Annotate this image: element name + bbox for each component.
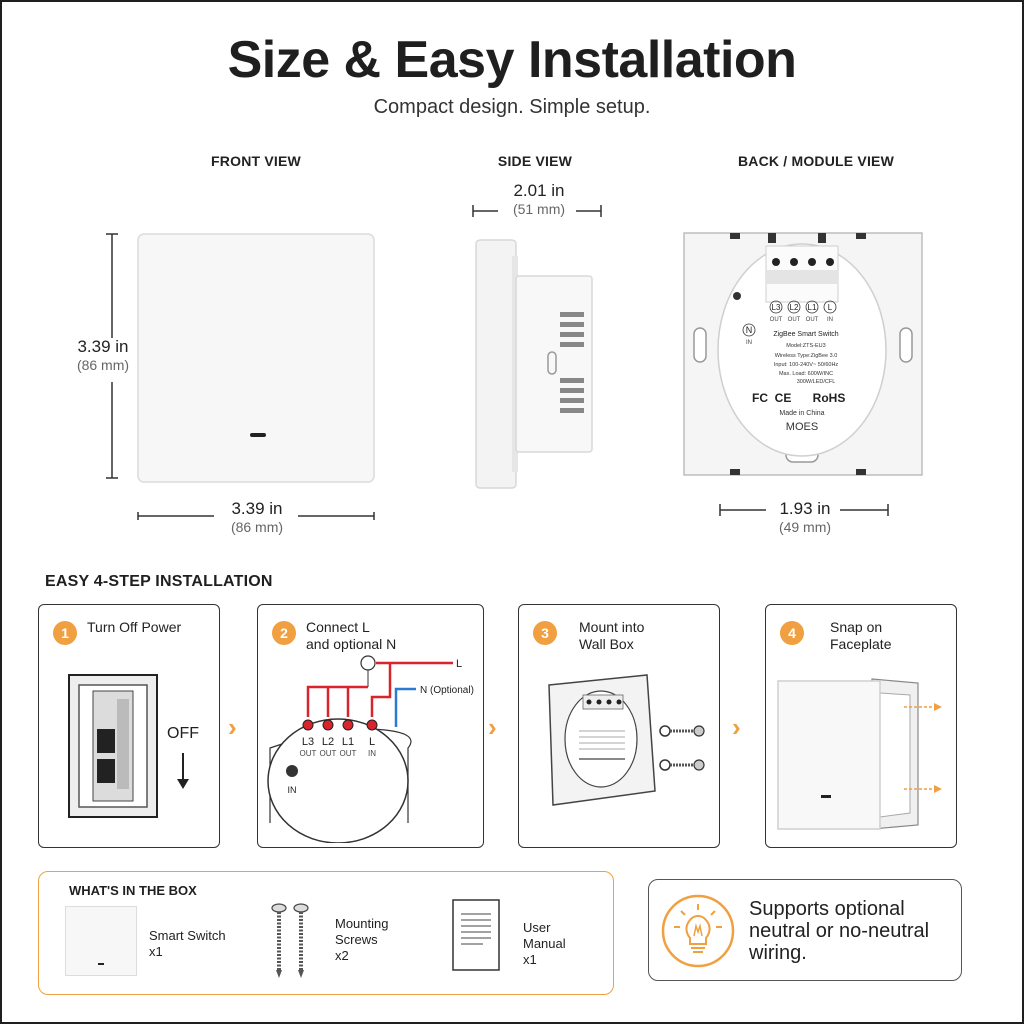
screw-icon: [659, 725, 671, 737]
back-terminal-label: L: [828, 303, 833, 312]
step-3-card: 3 Mount into Wall Box: [518, 604, 720, 848]
ce-mark: CE: [775, 391, 792, 405]
chevron-right-icon: ›: [488, 712, 497, 742]
mount-illustration: [548, 674, 705, 806]
step-3-text: Mount into Wall Box: [579, 619, 645, 652]
lightbulb-icon: [360, 655, 376, 671]
back-terminal-sub: IN: [827, 317, 833, 323]
terminal-label: L2: [322, 736, 334, 748]
step-2-card: 2 Connect L and optional N L N (Optional…: [257, 604, 484, 848]
side-depth-mm: (51 mm): [512, 201, 566, 217]
side-module: [515, 275, 593, 453]
faceplate-front: [137, 233, 375, 483]
wire-n-label: N (Optional): [420, 685, 474, 696]
front-view-label: FRONT VIEW: [211, 153, 301, 169]
step-1-card: 1 Turn Off Power OFF: [38, 604, 220, 848]
terminal-label: L: [369, 736, 375, 748]
back-module: [717, 243, 887, 457]
back-width-mm: (49 mm): [778, 519, 832, 535]
in-label: IN: [288, 785, 297, 795]
box-item-manual: User Manual x1: [523, 920, 566, 967]
side-view-drawing: [472, 205, 602, 489]
back-terminal-sub: OUT: [788, 317, 801, 323]
back-n-label: N: [746, 325, 753, 335]
support-text: Supports optional neutral or no-neutral …: [749, 898, 930, 964]
box-item-smart-switch: Smart Switch x1: [149, 928, 226, 959]
step-2-text: Connect L and optional N: [306, 619, 397, 652]
step-number: 2: [272, 621, 296, 645]
front-width-dimension: 3.39 in (86 mm): [214, 499, 300, 535]
wire-l-label: L: [456, 658, 462, 670]
front-height-in: 3.39 in: [77, 337, 129, 356]
module-text-line: Max. Load: 600W/INC: [779, 371, 833, 377]
back-terminal-label: L3: [772, 303, 781, 312]
box-item-screws: Mounting Screws x2: [335, 916, 389, 963]
chevron-right-icon: ›: [228, 712, 237, 742]
front-width-in: 3.39 in: [231, 499, 283, 518]
front-view-drawing: [106, 233, 375, 520]
page-title: Size & Easy Installation: [227, 31, 797, 89]
off-label: OFF: [167, 725, 199, 742]
fcc-mark: FC: [752, 391, 768, 405]
back-terminal-sub: OUT: [806, 317, 819, 323]
whats-in-the-box: WHAT'S IN THE BOX Smart Switch x1 Mounti…: [38, 871, 614, 995]
side-view-label: SIDE VIEW: [497, 153, 573, 169]
module-text-line: Model:ZTS-EU3: [786, 343, 825, 349]
back-view-drawing: L3 L2 L1 L OUT OUT OUT IN N IN ZigBee Sm…: [683, 232, 923, 476]
led-indicator: [250, 433, 266, 437]
module-text-line: 300W/LED/CFL: [797, 379, 836, 385]
back-terminal-label: L1: [808, 303, 817, 312]
terminal-label: L1: [342, 736, 354, 748]
back-terminal-label: L2: [790, 303, 799, 312]
front-height-dimension: 3.39 in (86 mm): [60, 337, 146, 373]
terminal-sub: OUT: [300, 749, 317, 758]
terminal-sub: OUT: [340, 749, 357, 758]
step-number: 4: [780, 621, 804, 645]
screw-icon: [659, 759, 671, 771]
module-text-line: Input: 100-240V~ 50/60Hz: [774, 362, 839, 368]
step-1-text: Turn Off Power: [87, 619, 182, 635]
terminal-sub: IN: [368, 749, 376, 758]
rohs-mark: RoHS: [813, 391, 846, 405]
faceplate-snap-illustration: [777, 678, 942, 830]
side-depth-dimension: 2.01 in (51 mm): [492, 181, 586, 217]
module-text-line: Wireless Type:ZigBee 3.0: [775, 353, 838, 359]
smart-switch-thumbnail: [65, 906, 137, 976]
box-title: WHAT'S IN THE BOX: [69, 883, 197, 898]
terminal-label: L3: [302, 736, 314, 748]
wiring-support-note: Supports optional neutral or no-neutral …: [648, 879, 962, 981]
installation-title: EASY 4-STEP INSTALLATION: [45, 573, 273, 590]
step-4-card: 4 Snap on Faceplate: [765, 604, 957, 848]
wiring-diagram: L N (Optional) L3 L2 L1 L OUT OUT OUT IN…: [267, 655, 474, 843]
arrow-down-icon: [177, 753, 189, 789]
back-width-dimension: 1.93 in (49 mm): [762, 499, 848, 535]
back-view-label: BACK / MODULE VIEW: [737, 153, 895, 169]
side-faceplate: [475, 239, 517, 489]
back-width-in: 1.93 in: [779, 499, 831, 518]
module-text-line: ZigBee Smart Switch: [773, 331, 838, 338]
manual-icon: [452, 899, 500, 971]
screws-icon: [271, 903, 309, 978]
side-depth-in: 2.01 in: [513, 181, 565, 200]
step-number: 1: [53, 621, 77, 645]
chevron-right-icon: ›: [732, 712, 741, 742]
step-number: 3: [533, 621, 557, 645]
page-subtitle: Compact design. Simple setup.: [373, 96, 651, 118]
step-4-text: Snap on Faceplate: [830, 619, 892, 652]
front-height-mm: (86 mm): [76, 357, 130, 373]
brand-logo: MOES: [786, 421, 818, 433]
back-width-dimension-line: [719, 504, 889, 516]
breaker-illustration: [68, 674, 158, 818]
made-in-label: Made in China: [779, 410, 824, 417]
back-terminal-sub: OUT: [770, 317, 783, 323]
lightbulb-icon: [661, 894, 735, 968]
terminal-sub: OUT: [320, 749, 337, 758]
back-n-sub: IN: [746, 340, 752, 346]
front-width-mm: (86 mm): [230, 519, 284, 535]
